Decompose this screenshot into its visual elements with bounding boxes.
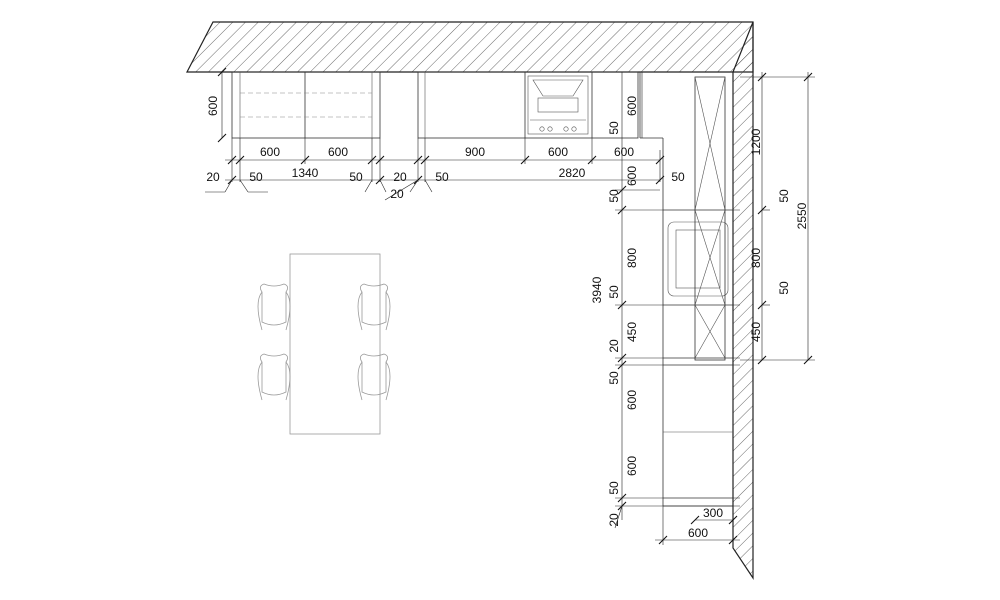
dim-right-v-600a: 600 xyxy=(625,96,639,116)
chair-icon xyxy=(357,283,391,331)
dim-right-v-450: 450 xyxy=(625,322,639,342)
dim-right-v-20a: 20 xyxy=(607,339,621,353)
dim-tall-800: 800 xyxy=(749,248,763,268)
dim-top-left-w1: 600 xyxy=(260,145,280,159)
top-wall xyxy=(186,21,754,73)
dim-right-v-50d: 50 xyxy=(607,371,621,385)
dim-tall-50b: 50 xyxy=(777,281,791,295)
dim-bottom-depth-300: 300 xyxy=(703,506,723,520)
dim-right-v-50b: 50 xyxy=(607,189,621,203)
chair-icon xyxy=(257,353,291,401)
dimension-lines-top xyxy=(205,67,665,201)
dim-top-upper-height: 600 xyxy=(206,96,220,116)
dim-right-v-600d: 600 xyxy=(625,456,639,476)
dim-top-mid-w3: 600 xyxy=(614,145,634,159)
dim-right-v-50a: 50 xyxy=(607,121,621,135)
tall-cabinet xyxy=(694,76,726,361)
upper-cabinet-run-left xyxy=(231,71,381,139)
dim-bottom-depth-600: 600 xyxy=(688,526,708,540)
dimension-lines-right xyxy=(614,72,740,545)
dim-top-left-end-right: 20 xyxy=(393,170,407,184)
dim-right-v-20b: 20 xyxy=(607,513,621,527)
dim-right-total: 3940 xyxy=(590,276,604,303)
right-wall xyxy=(732,21,754,580)
dim-right-v-800: 800 xyxy=(625,248,639,268)
dim-tall-450: 450 xyxy=(749,322,763,342)
dim-tall-50a: 50 xyxy=(777,189,791,203)
dim-right-v-50e: 50 xyxy=(607,481,621,495)
chair-icon xyxy=(357,353,391,401)
dim-corner-gap: 50 xyxy=(671,170,685,184)
dim-top-left-gap-right: 50 xyxy=(349,170,363,184)
oven-icon xyxy=(667,221,729,297)
right-base-cabinet-run xyxy=(639,72,733,507)
dim-top-left-gap-left: 50 xyxy=(249,170,263,184)
chair-icon xyxy=(257,283,291,331)
dimension-lines-tall-cabinet xyxy=(740,72,815,365)
dim-top-mid-w1: 900 xyxy=(465,145,485,159)
dim-tall-1200: 1200 xyxy=(749,128,763,155)
dining-table xyxy=(289,253,381,435)
dim-right-v-600c: 600 xyxy=(625,390,639,410)
range-hood-icon xyxy=(527,75,589,135)
dim-top-mid-w2: 600 xyxy=(548,145,568,159)
upper-cabinet-run-middle xyxy=(417,71,639,139)
dim-top-mid-end-below: 20 xyxy=(390,187,404,201)
dim-top-mid-gap: 50 xyxy=(435,170,449,184)
dim-top-left-total: 1340 xyxy=(292,166,319,180)
dim-top-mid-total: 2820 xyxy=(559,166,586,180)
dim-top-left-w2: 600 xyxy=(328,145,348,159)
dim-tall-total: 2550 xyxy=(795,202,809,229)
dim-right-v-600b: 600 xyxy=(625,166,639,186)
dim-top-left-end-left: 20 xyxy=(206,170,220,184)
dim-right-v-50c: 50 xyxy=(607,285,621,299)
